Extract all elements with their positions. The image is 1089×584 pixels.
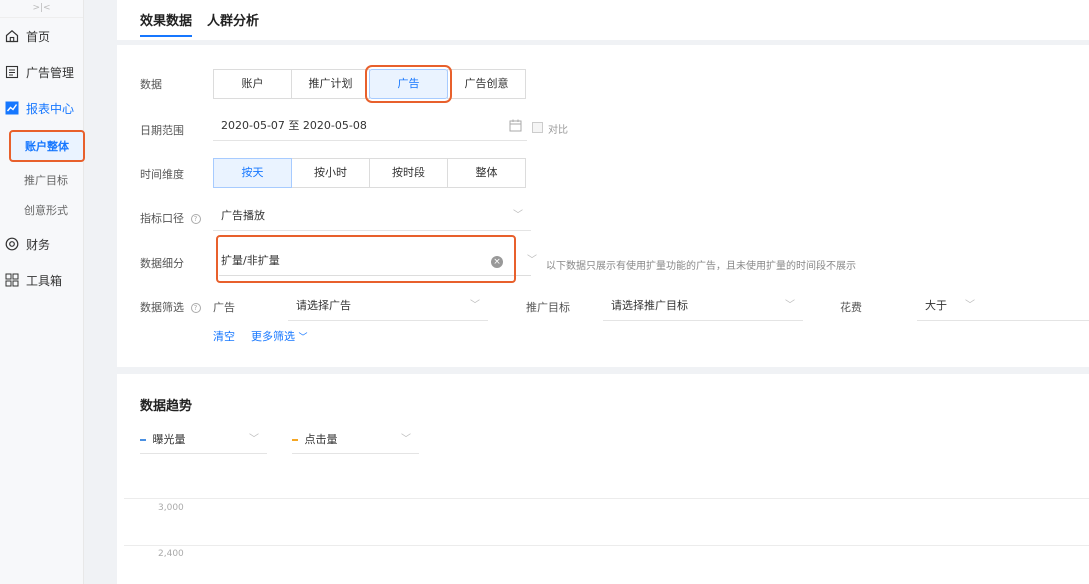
chevron-down-icon: ﹀ bbox=[513, 210, 523, 221]
coin-icon bbox=[4, 236, 20, 252]
data-label: 数据 bbox=[140, 78, 162, 91]
help-icon[interactable]: ? bbox=[190, 214, 201, 224]
series-color-icon bbox=[140, 439, 146, 441]
breakdown-highlight bbox=[216, 235, 516, 283]
sidebar-item-label: 财务 bbox=[26, 237, 51, 252]
data-option-campaign[interactable]: 推广计划 bbox=[291, 69, 370, 99]
chevron-down-icon: ﹀ bbox=[298, 333, 308, 343]
date-range-input[interactable]: 2020-05-07 至 2020-05-08 bbox=[213, 113, 527, 141]
time-option-day[interactable]: 按天 bbox=[213, 158, 292, 188]
sidebar-subitem-account-overall[interactable]: 账户整体 bbox=[9, 130, 85, 162]
screen-cost-select[interactable]: 大于 ﹀ bbox=[917, 293, 1089, 321]
sidebar-item-label: 报表中心 bbox=[26, 101, 75, 116]
gridline bbox=[124, 498, 1089, 499]
screen-goal-select[interactable]: 请选择推广目标 ﹀ bbox=[603, 293, 803, 321]
metric-caliber-label: 指标口径 ? bbox=[140, 210, 201, 226]
sidebar-item-label: 首页 bbox=[26, 29, 51, 44]
sidebar-item-label: 广告管理 bbox=[26, 65, 75, 80]
screen-goal-label: 推广目标 bbox=[526, 301, 570, 314]
trend-panel: 数据趋势 曝光量 ﹀ 点击量 ﹀ 3,000 2,400 bbox=[117, 374, 1089, 584]
data-breakdown-select[interactable]: 扩量/非扩量 ﹀ bbox=[219, 248, 537, 276]
sidebar-subitem-creative-form[interactable]: 创意形式 bbox=[24, 204, 68, 217]
collapse-icon[interactable]: >|< bbox=[0, 0, 83, 18]
data-level-selector: 账户 推广计划 广告 广告创意 bbox=[213, 65, 526, 103]
metric-label: 点击量 bbox=[304, 433, 338, 446]
filter-panel: 数据 账户 推广计划 广告 广告创意 日期范围 2020-05-07 至 202… bbox=[117, 45, 1089, 367]
sidebar-subitem-promotion-goal[interactable]: 推广目标 bbox=[24, 174, 68, 187]
metric-label: 曝光量 bbox=[152, 433, 186, 446]
sidebar-item-toolbox[interactable]: 工具箱 bbox=[0, 262, 83, 298]
sidebar-item-report-center[interactable]: 报表中心 bbox=[0, 90, 83, 126]
data-option-account[interactable]: 账户 bbox=[213, 69, 292, 99]
screen-cost-label: 花费 bbox=[840, 301, 862, 314]
series-color-icon bbox=[292, 439, 298, 441]
help-icon[interactable]: ? bbox=[190, 303, 201, 313]
more-filters-link[interactable]: 更多筛选 ﹀ bbox=[251, 330, 308, 343]
home-icon bbox=[4, 28, 20, 44]
time-option-period[interactable]: 按时段 bbox=[369, 158, 448, 188]
chevron-down-icon: ﹀ bbox=[249, 434, 259, 445]
sidebar-item-ad-management[interactable]: 广告管理 bbox=[0, 54, 83, 90]
clear-filters-link[interactable]: 清空 bbox=[213, 330, 235, 343]
grid-icon bbox=[4, 272, 20, 288]
active-tab-indicator bbox=[140, 35, 192, 37]
sidebar-item-finance[interactable]: 财务 bbox=[0, 226, 83, 262]
metric-select-impressions[interactable]: 曝光量 ﹀ bbox=[140, 428, 267, 454]
metric-caliber-select[interactable]: 广告播放 ﹀ bbox=[213, 203, 531, 231]
sidebar-item-home[interactable]: 首页 bbox=[0, 18, 83, 54]
data-screen-label: 数据筛选 ? bbox=[140, 299, 201, 315]
screen-cost-value: 大于 bbox=[925, 299, 947, 312]
metric-caliber-value: 广告播放 bbox=[221, 209, 265, 222]
compare-label: 对比 bbox=[548, 125, 568, 136]
list-doc-icon bbox=[4, 64, 20, 80]
tab-audience-analysis[interactable]: 人群分析 bbox=[207, 14, 260, 29]
data-breakdown-value: 扩量/非扩量 bbox=[221, 254, 280, 267]
time-dimension-label: 时间维度 bbox=[140, 168, 184, 181]
chevron-down-icon: ﹀ bbox=[401, 434, 411, 445]
chevron-down-icon: ﹀ bbox=[470, 300, 480, 311]
screen-goal-placeholder: 请选择推广目标 bbox=[611, 299, 688, 312]
date-range-label: 日期范围 bbox=[140, 124, 184, 137]
breakdown-hint: 以下数据只展示有使用扩量功能的广告，且未使用扩量的时间段不展示 bbox=[546, 261, 856, 272]
compare-checkbox[interactable] bbox=[532, 122, 543, 133]
date-range-value: 2020-05-07 至 2020-05-08 bbox=[221, 119, 367, 132]
trend-chart-icon bbox=[4, 100, 20, 116]
trend-title: 数据趋势 bbox=[140, 399, 193, 414]
metric-select-clicks[interactable]: 点击量 ﹀ bbox=[292, 428, 419, 454]
top-tab-bar: 效果数据 人群分析 bbox=[117, 0, 1089, 40]
sidebar: >|< 首页 广告管理 报表中心 账户整体 推广目标 创意形式 财务 工具箱 bbox=[0, 0, 85, 584]
y-tick-label: 3,000 bbox=[158, 503, 184, 513]
calendar-icon[interactable] bbox=[509, 119, 522, 132]
gridline bbox=[124, 545, 1089, 546]
chevron-down-icon: ﹀ bbox=[965, 300, 975, 311]
data-option-ad[interactable]: 广告 bbox=[365, 65, 452, 103]
time-option-hour[interactable]: 按小时 bbox=[291, 158, 370, 188]
clear-icon[interactable]: × bbox=[491, 256, 503, 268]
time-dimension-selector: 按天 按小时 按时段 整体 bbox=[213, 158, 526, 188]
data-option-ad-creative[interactable]: 广告创意 bbox=[447, 69, 526, 99]
data-breakdown-label: 数据细分 bbox=[140, 257, 184, 270]
time-option-overall[interactable]: 整体 bbox=[447, 158, 526, 188]
chevron-down-icon: ﹀ bbox=[527, 255, 537, 266]
screen-ad-select[interactable]: 请选择广告 ﹀ bbox=[288, 293, 488, 321]
screen-ad-label: 广告 bbox=[213, 301, 235, 314]
chevron-down-icon: ﹀ bbox=[785, 300, 795, 311]
y-tick-label: 2,400 bbox=[158, 549, 184, 559]
tab-performance-data[interactable]: 效果数据 bbox=[140, 14, 193, 29]
screen-ad-placeholder: 请选择广告 bbox=[296, 299, 351, 312]
sidebar-item-label: 工具箱 bbox=[26, 273, 63, 288]
